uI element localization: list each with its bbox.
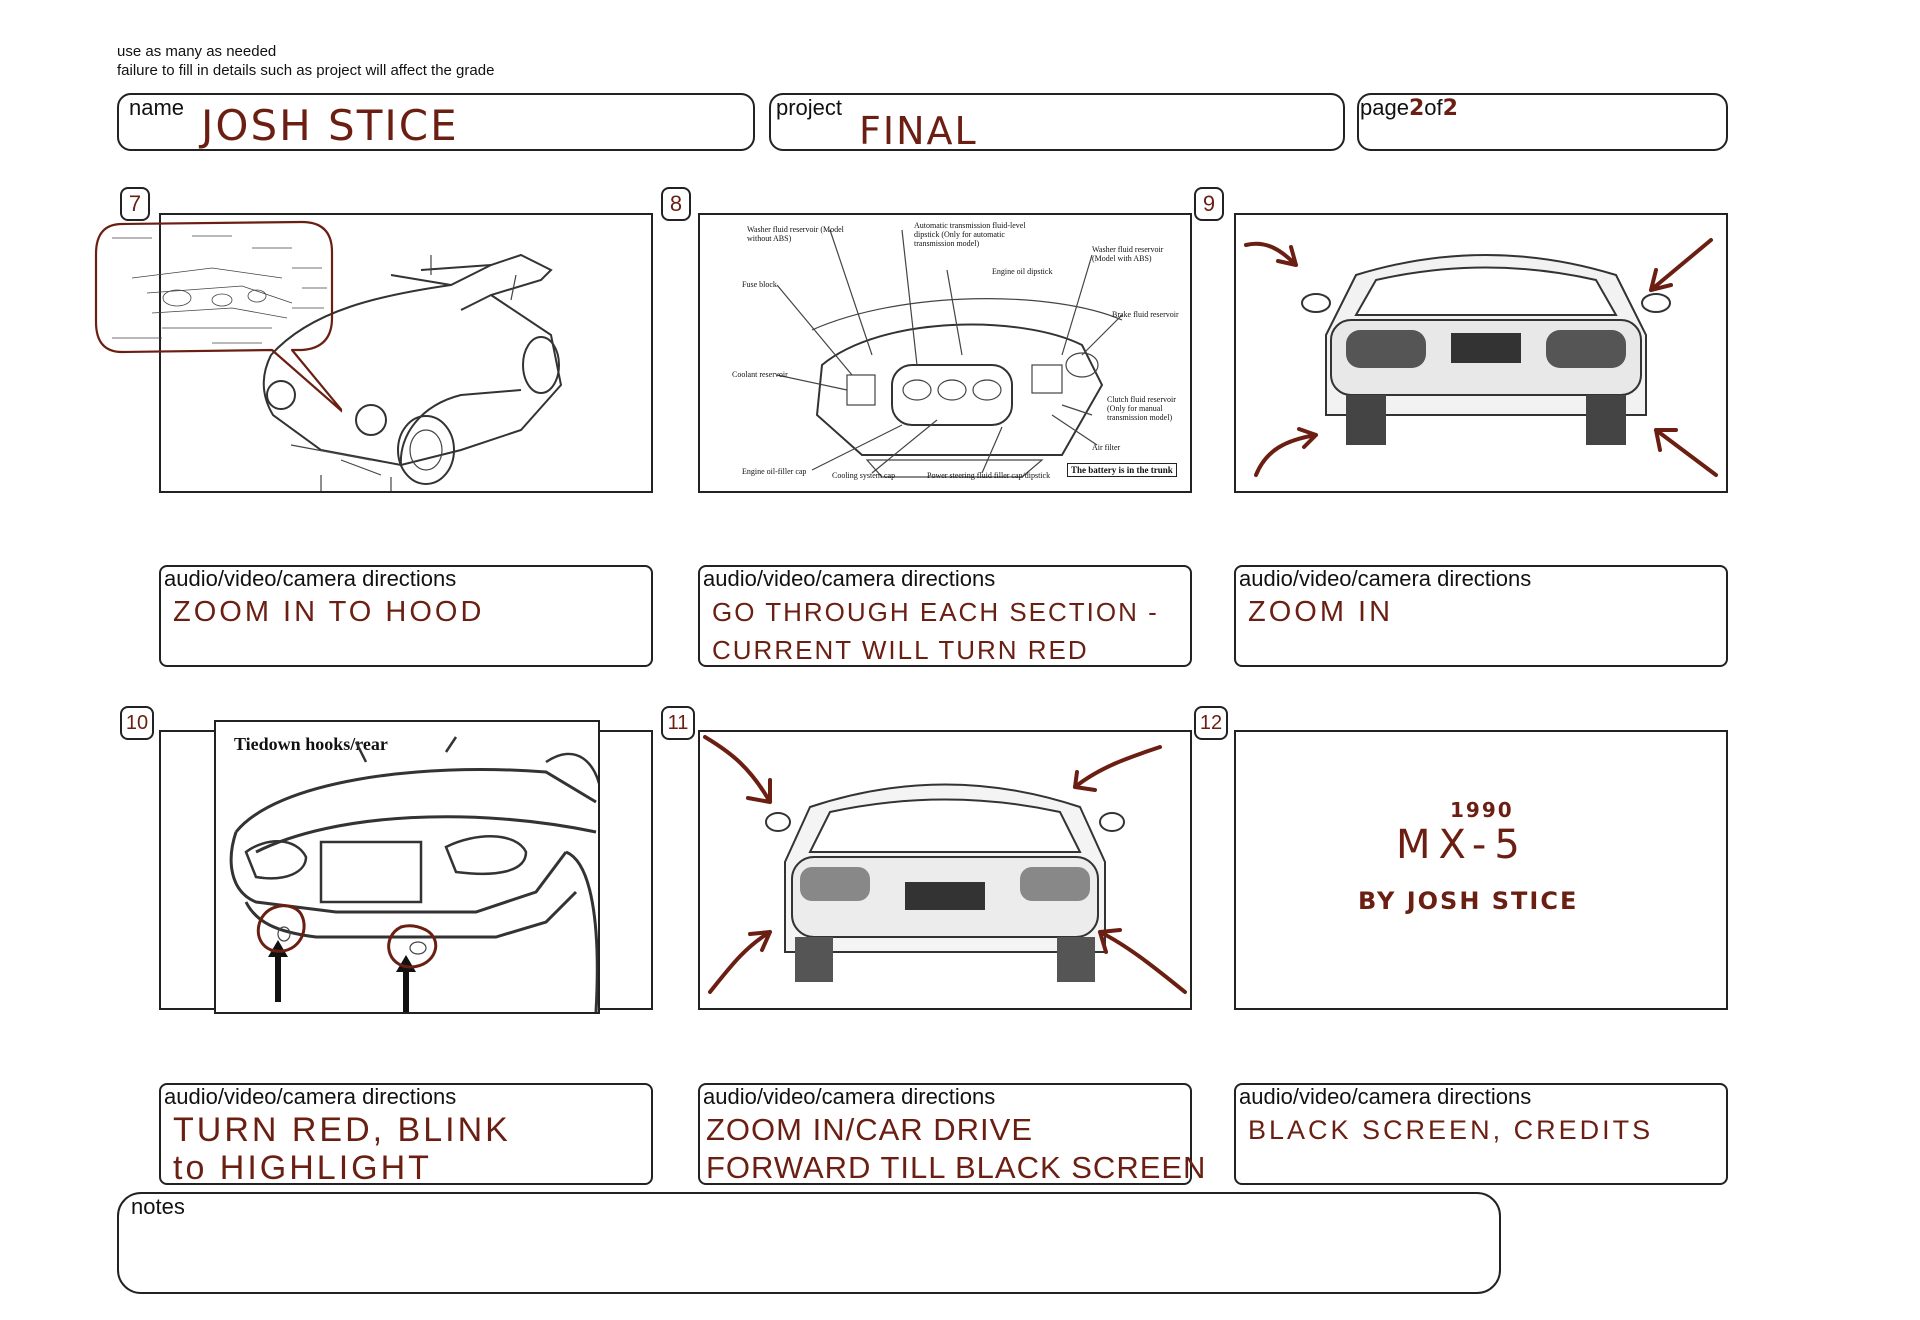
page-label: page	[1360, 95, 1409, 120]
tiedown-caption: Tiedown hooks/rear	[234, 734, 388, 754]
project-value: FINAL	[859, 109, 978, 153]
page-total: 2	[1442, 96, 1458, 121]
notes-label: notes	[131, 1194, 185, 1219]
panel-9-frame	[1234, 213, 1728, 493]
page-current: 2	[1408, 96, 1425, 121]
diagram-label-3: Washer fluid reservoir (Model with ABS)	[1092, 245, 1164, 263]
instruction-line-2: failure to fill in details such as proje…	[117, 62, 495, 79]
directions-label: audio/video/camera directions	[703, 566, 996, 591]
engine-bay-sketch	[776, 229, 1123, 478]
panel-8-frame: Washer fluid reservoir (Model without AB…	[698, 213, 1192, 493]
panel-10-image: Tiedown hooks/rear	[214, 720, 600, 1014]
name-value: JOSH STICE	[201, 101, 459, 150]
diagram-label-11: Cooling system cap	[832, 471, 896, 480]
panel-12-frame: 1990 MX-5 BY JOSH STICE	[1234, 730, 1728, 1010]
name-label: name	[129, 95, 185, 120]
diagram-label-12: Power steering fluid filler cap/dipstick	[927, 471, 1051, 480]
battery-note: The battery is in the trunk	[1067, 463, 1177, 477]
directions-label: audio/video/camera directions	[703, 1084, 996, 1109]
title-year: 1990	[1450, 798, 1514, 822]
panel-9-directions[interactable]: audio/video/camera directions ZOOM IN	[1234, 565, 1728, 667]
directions-text: ZOOM IN TO HOOD	[173, 596, 485, 628]
panel-7-zoom-callout	[94, 220, 342, 413]
name-field[interactable]: name JOSH STICE	[117, 93, 755, 151]
diagram-label-7: Coolant reservoir	[732, 370, 788, 379]
diagram-label-9: Air filter	[1092, 443, 1121, 452]
panel-7-frame	[159, 213, 653, 493]
diagram-label-10: Engine oil-filler cap	[742, 467, 807, 476]
directions-text: TURN RED, BLINK to HIGHLIGHT	[173, 1111, 511, 1187]
diagram-label-2: Automatic transmission fluid-level dipst…	[914, 221, 1026, 248]
title-credit: BY JOSH STICE	[1358, 887, 1579, 915]
panel-9-sketch	[1244, 238, 1718, 477]
panel-11-sketch	[703, 735, 1187, 994]
directions-label: audio/video/camera directions	[164, 566, 457, 591]
panel-number-11: 11	[661, 706, 695, 740]
page-of-label: of	[1424, 95, 1443, 120]
instruction-line-1: use as many as needed	[117, 43, 277, 60]
panel-11-directions[interactable]: audio/video/camera directions ZOOM IN/CA…	[698, 1083, 1205, 1185]
directions-label: audio/video/camera directions	[1239, 566, 1532, 591]
panel-10-directions[interactable]: audio/video/camera directions TURN RED, …	[159, 1083, 653, 1187]
panel-8-directions[interactable]: audio/video/camera directions GO THROUGH…	[698, 565, 1192, 667]
directions-text: ZOOM IN/CAR DRIVE FORWARD TILL BLACK SCR…	[706, 1112, 1207, 1185]
panel-8-diagram: Washer fluid reservoir (Model without AB…	[702, 215, 1190, 491]
panel-number-9: 9	[1194, 187, 1224, 221]
panel-number-12: 12	[1194, 706, 1228, 740]
diagram-label-1: Washer fluid reservoir (Model without AB…	[747, 225, 844, 243]
panel-number-10: 10	[120, 706, 154, 740]
panel-10-sketch	[229, 736, 598, 1012]
directions-label: audio/video/camera directions	[164, 1084, 457, 1109]
page-field[interactable]: page2of2	[1357, 93, 1728, 151]
diagram-label-5: Fuse block	[742, 280, 777, 289]
panel-7-directions[interactable]: audio/video/camera directions ZOOM IN TO…	[159, 565, 653, 667]
instructions: use as many as needed failure to fill in…	[117, 42, 494, 80]
directions-text: BLACK SCREEN, CREDITS	[1248, 1115, 1654, 1145]
panel-12-directions[interactable]: audio/video/camera directions BLACK SCRE…	[1234, 1083, 1728, 1185]
notes-field[interactable]: notes	[117, 1192, 1501, 1294]
directions-label: audio/video/camera directions	[1239, 1084, 1532, 1109]
diagram-label-4: Engine oil dipstick	[992, 267, 1053, 276]
diagram-label-6: Brake fluid reservoir	[1112, 310, 1179, 319]
project-label: project	[776, 95, 843, 120]
panel-number-8: 8	[661, 187, 691, 221]
directions-text: ZOOM IN	[1248, 596, 1394, 628]
panel-7-sketch	[262, 253, 563, 491]
title-model: MX-5	[1396, 822, 1528, 868]
page-indicator: page2of2	[1360, 95, 1458, 121]
panel-number-7: 7	[120, 187, 150, 221]
panel-11-frame	[698, 730, 1192, 1010]
project-field[interactable]: project FINAL	[769, 93, 1345, 153]
diagram-label-8: Clutch fluid reservoir (Only for manual …	[1107, 395, 1176, 422]
directions-text: GO THROUGH EACH SECTION - CURRENT WILL T…	[712, 597, 1159, 665]
